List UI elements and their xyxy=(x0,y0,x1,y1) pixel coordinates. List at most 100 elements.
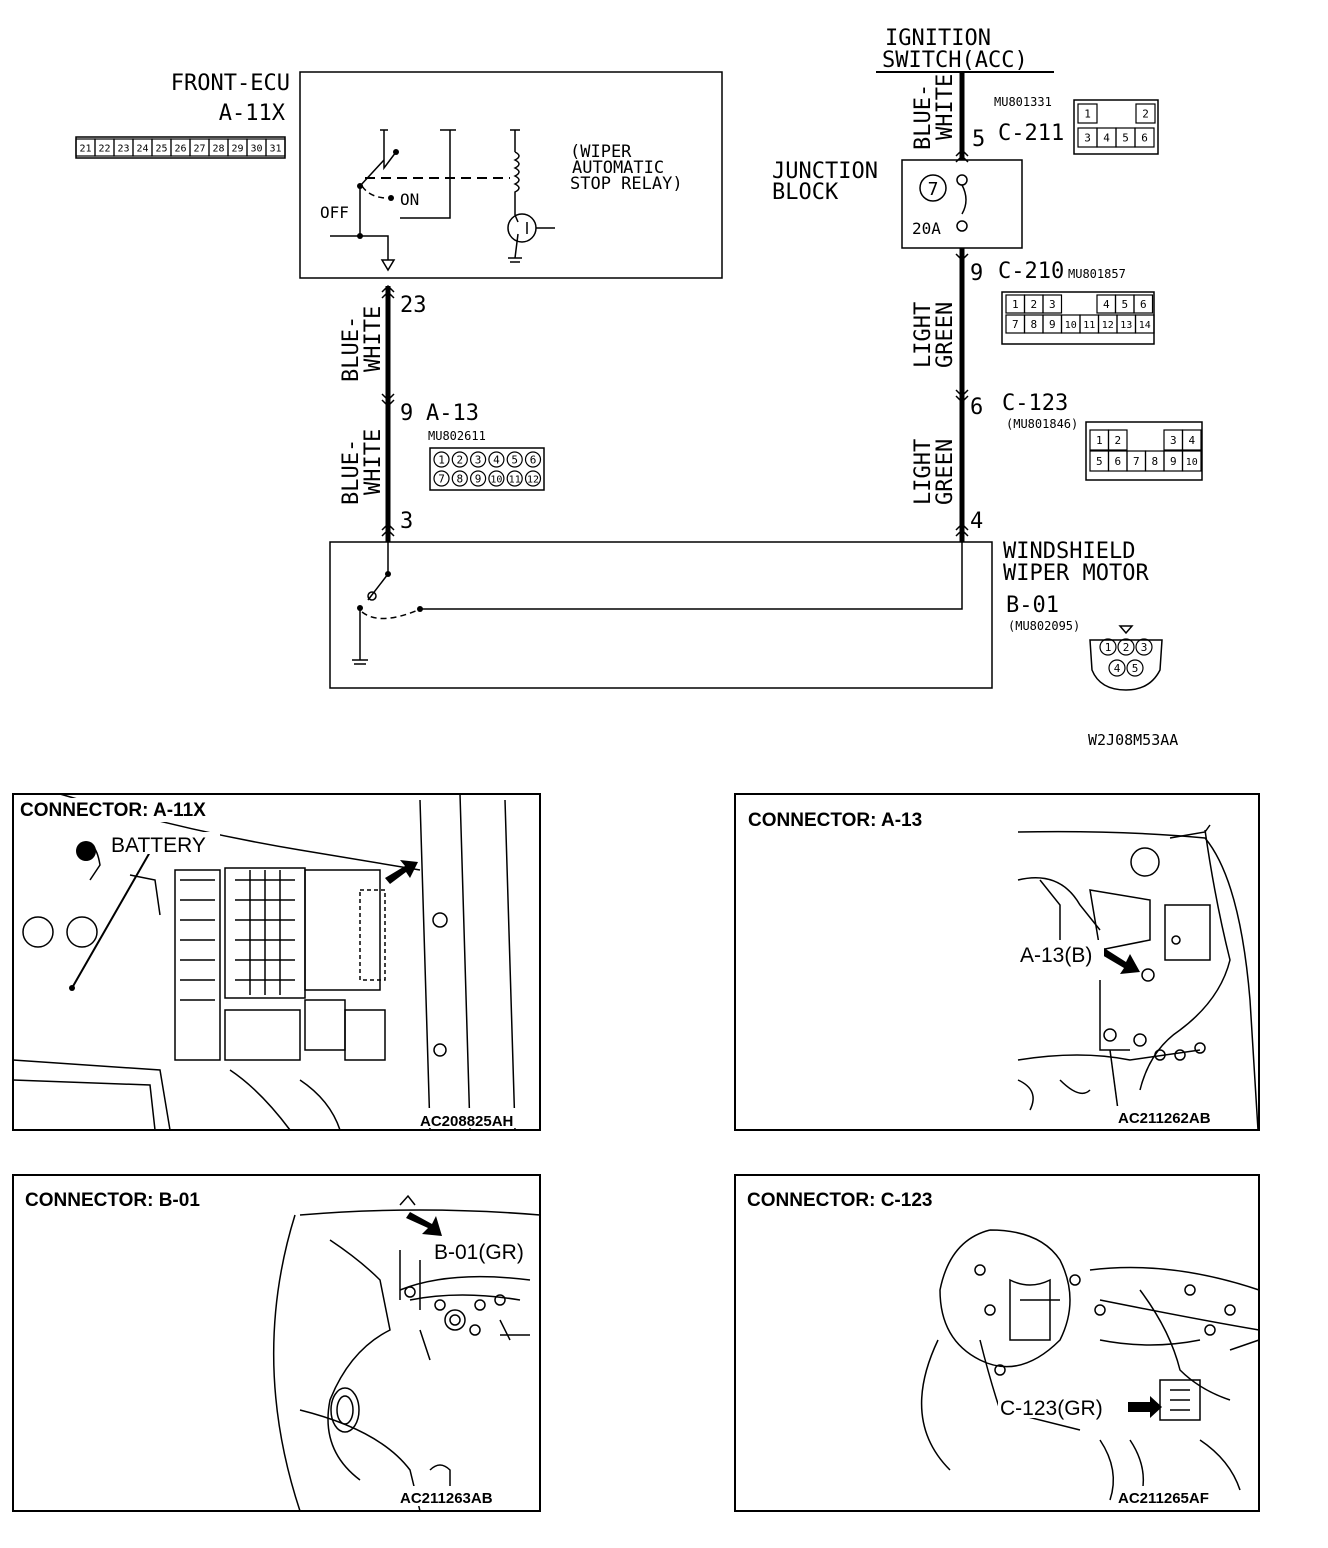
c210-pin: 11 xyxy=(1083,320,1095,331)
a11x-pin: 26 xyxy=(174,144,186,155)
a13-name: A-13 xyxy=(426,401,479,426)
pin-c211-5: 5 xyxy=(972,127,985,152)
c123-pin: 2 xyxy=(1114,434,1121,447)
c123-pin: 9 xyxy=(1170,455,1177,468)
a11x-pin: 30 xyxy=(250,144,262,155)
a13-pin-outline xyxy=(470,451,487,468)
panel-a13: CONNECTOR: A-13 A-13(B) AC211262AB xyxy=(734,793,1260,1131)
a11x-pin: 27 xyxy=(193,144,205,155)
b01-pin-outline xyxy=(1108,659,1126,677)
c211-pin-outline xyxy=(1077,103,1098,124)
relay-label-2: AUTOMATIC xyxy=(572,158,664,178)
wire-color-left-lower-2: WHITE xyxy=(361,429,386,495)
a13-pin-outline xyxy=(488,470,505,487)
relay-label-1: (WIPER xyxy=(570,142,632,162)
a11x-pin: 21 xyxy=(79,144,91,155)
switch-on-label: ON xyxy=(400,190,419,209)
ecu-switch: ON OFF xyxy=(320,129,555,272)
b01-pin-outline xyxy=(1099,638,1117,656)
a13-pin: 3 xyxy=(475,454,482,467)
c210-pin: 9 xyxy=(1049,318,1056,331)
c211-pin: 1 xyxy=(1084,108,1091,121)
panel-b01-title: CONNECTOR: B-01 xyxy=(25,1190,200,1211)
ignition-line2: SWITCH(ACC) xyxy=(882,48,1028,73)
a13-pin-outline xyxy=(488,451,505,468)
c123-pin: 5 xyxy=(1096,455,1103,468)
b01-pin: 4 xyxy=(1114,662,1121,675)
b01-pin-outline xyxy=(1135,638,1153,656)
wire-color-left-upper-1: BLUE- xyxy=(339,316,364,382)
a11x-pin: 31 xyxy=(269,144,281,155)
a11x-pin: 24 xyxy=(136,144,148,155)
c123-part: (MU801846) xyxy=(1006,417,1078,431)
c210-pin: 4 xyxy=(1103,298,1110,311)
a13-pin: 2 xyxy=(456,454,463,467)
diagram-code: W2J08M53AA xyxy=(1088,731,1178,749)
pin-motor-4: 4 xyxy=(970,509,983,534)
c210-pin: 7 xyxy=(1012,318,1019,331)
c211-pin-outline xyxy=(1134,127,1155,148)
motor-line1: WINDSHIELD xyxy=(1003,539,1135,564)
a13-pin: 9 xyxy=(475,473,482,486)
wire-color-right-lower-1: LIGHT xyxy=(911,439,936,505)
c123-name: C-123 xyxy=(1002,391,1068,416)
panel-b01-callout: B-01(GR) xyxy=(434,1241,524,1264)
a13-pin: 12 xyxy=(527,475,539,486)
c210-pin: 12 xyxy=(1102,320,1114,331)
panel-a11x-code: AC208825AH xyxy=(420,1113,513,1130)
c123-pin: 3 xyxy=(1170,434,1177,447)
a13-pin-outline xyxy=(524,470,542,487)
c211-pin-outline xyxy=(1135,103,1156,124)
b01-pin: 3 xyxy=(1141,641,1148,654)
a13-pin-outline xyxy=(470,470,487,487)
a11x-pin: 25 xyxy=(155,144,167,155)
wire-color-right-lower-2: GREEN xyxy=(933,439,958,505)
c210-name: C-210 xyxy=(998,259,1064,284)
c210-pin: 6 xyxy=(1140,298,1147,311)
fuse-rating: 20A xyxy=(912,219,941,238)
c210-pin: 2 xyxy=(1030,298,1037,311)
a13-pin-outline xyxy=(433,470,450,487)
c123-pin: 8 xyxy=(1151,455,1158,468)
panel-c123-callout: C-123(GR) xyxy=(1000,1397,1103,1420)
wire-color-right-top-1: BLUE- xyxy=(911,84,936,150)
a13-pin: 4 xyxy=(493,454,500,467)
panel-b01-code: AC211263AB xyxy=(400,1490,493,1507)
front-ecu-box xyxy=(299,71,723,279)
c123-pin: 1 xyxy=(1096,434,1103,447)
front-ecu-title: FRONT-ECU xyxy=(171,71,290,96)
c210-pin: 1 xyxy=(1012,298,1019,311)
a13-part: MU802611 xyxy=(428,429,486,443)
a11x-pin-outline xyxy=(265,138,286,157)
c210-pin: 8 xyxy=(1030,318,1037,331)
c123-pin: 10 xyxy=(1186,457,1198,468)
c123-pin: 4 xyxy=(1188,434,1195,447)
c211-part: MU801331 xyxy=(994,95,1052,109)
pin-23: 23 xyxy=(400,293,427,318)
c211-pin: 5 xyxy=(1122,132,1129,145)
a11x-pin: 28 xyxy=(212,144,224,155)
a13-pin-outline xyxy=(451,470,468,487)
panel-c123-title: CONNECTOR: C-123 xyxy=(747,1190,932,1211)
junction-block: JUNCTION BLOCK 7 20A xyxy=(772,159,1023,249)
panel-c123-code: AC211265AF xyxy=(1118,1490,1209,1507)
c211-pin: 2 xyxy=(1142,108,1149,121)
panel-b01: CONNECTOR: B-01 B-01(GR) AC211263AB xyxy=(12,1174,541,1512)
a11x-pin: 22 xyxy=(98,144,110,155)
panel-c123: CONNECTOR: C-123 C-123(GR) AC211265AF xyxy=(734,1174,1260,1512)
front-ecu-connector-label: A-11X xyxy=(219,101,286,126)
b01-pin-outline xyxy=(1126,659,1144,677)
wire-color-right-top-2: WHITE xyxy=(933,74,958,140)
a11x-pin: 29 xyxy=(231,144,243,155)
panel-a11x: CONNECTOR: A-11X BATTERY AC208825AH xyxy=(12,793,541,1131)
c210-pin: 10 xyxy=(1065,320,1077,331)
junction-line1: JUNCTION xyxy=(772,159,878,184)
a13-pin: 11 xyxy=(509,475,521,486)
panel-a13-title: CONNECTOR: A-13 xyxy=(748,810,922,831)
